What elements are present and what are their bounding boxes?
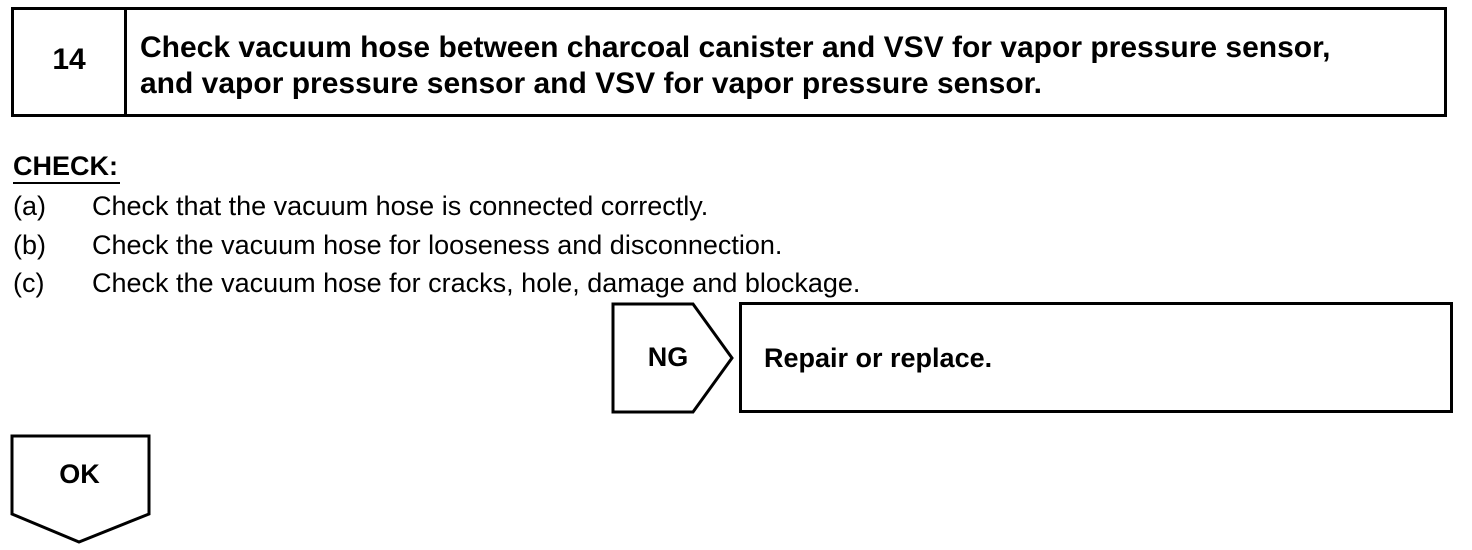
check-heading: CHECK: [13, 150, 120, 184]
check-item-text: Check the vacuum hose for cracks, hole, … [92, 268, 861, 298]
check-item-text: Check the vacuum hose for looseness and … [92, 230, 783, 260]
step-title: Check vacuum hose between charcoal canis… [140, 31, 1331, 100]
check-item-marker: (b) [13, 230, 46, 260]
ok-arrow-shape [10, 434, 151, 544]
ok-label: OK [59, 459, 100, 489]
ng-label: NG [647, 342, 689, 372]
check-item-marker: (a) [13, 191, 46, 221]
ng-action-text: Repair or replace. [764, 343, 993, 373]
step-header: 14 Check vacuum hose between charcoal ca… [11, 7, 1447, 117]
check-item-marker: (c) [13, 268, 45, 298]
step-number: 14 [14, 10, 127, 114]
check-item-text: Check that the vacuum hose is connected … [92, 191, 709, 221]
ng-arrow-shape [611, 302, 734, 414]
ng-result-box: Repair or replace. [739, 302, 1453, 413]
